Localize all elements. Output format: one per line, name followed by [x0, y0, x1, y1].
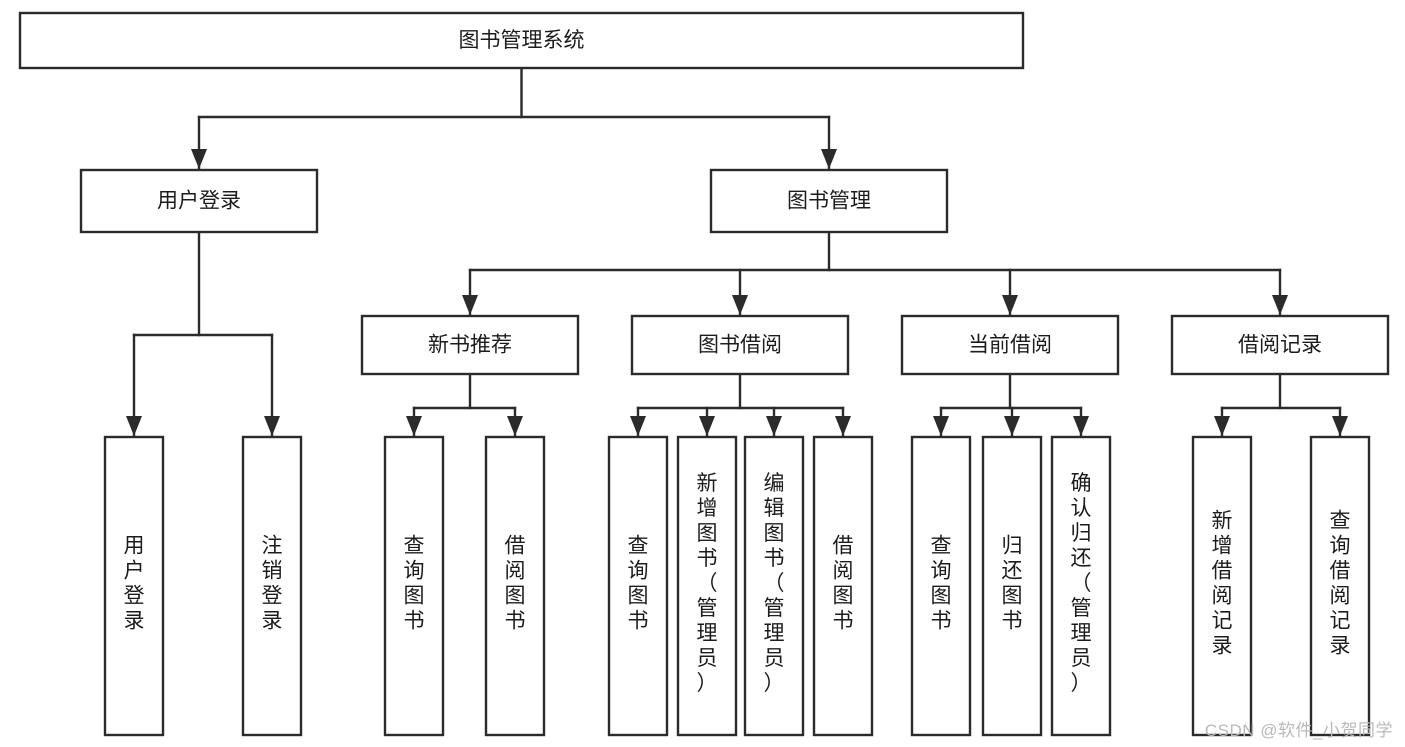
node-label: 用户登录 [124, 535, 145, 633]
csdn-watermark: CSDN @软件_小贺同学 [1204, 721, 1393, 740]
node-box [981, 435, 1043, 737]
node-root[interactable]: 图书管理系统 [18, 11, 1025, 70]
node-box [241, 435, 303, 737]
node-label: 查询图书 [628, 535, 649, 633]
node-label: 归还图书 [1002, 535, 1023, 633]
arrow-head-icon [1073, 416, 1089, 436]
arrow-head-icon [766, 416, 782, 436]
arrow-head-icon [699, 416, 715, 436]
node-box [910, 435, 972, 737]
arrow-head-icon [1002, 295, 1018, 315]
node-label: 用户登录 [157, 190, 241, 213]
node-box [1050, 435, 1112, 737]
node-label: 新增借阅记录 [1212, 510, 1233, 658]
node-newbook[interactable]: 新书推荐 [360, 314, 580, 376]
node-label: 当前借阅 [968, 334, 1052, 357]
edge-group-newbook [406, 372, 523, 438]
arrow-head-icon [406, 416, 422, 436]
node-bookmgmt[interactable]: 图书管理 [709, 168, 949, 234]
node-box [900, 314, 1120, 376]
node-box [743, 435, 805, 737]
node-box [812, 435, 874, 737]
node-label: 新增图书（管理员） [697, 472, 718, 695]
node-leaf-record-add[interactable]: 新增借阅记录 [1191, 435, 1253, 737]
arrow-head-icon [191, 149, 207, 169]
arrow-head-icon [732, 295, 748, 315]
node-box [630, 314, 850, 376]
node-box [1170, 314, 1390, 376]
edge-group-root [191, 66, 837, 171]
node-leaf-user-logout[interactable]: 注销登录 [241, 435, 303, 737]
node-label: 借阅记录 [1238, 334, 1322, 357]
edge-group-borrow [630, 372, 851, 438]
node-leaf-user-login[interactable]: 用户登录 [103, 435, 165, 737]
arrow-head-icon [1332, 416, 1348, 436]
node-leaf-current-return[interactable]: 归还图书 [981, 435, 1043, 737]
node-leaf-record-query[interactable]: 查询借阅记录 [1309, 435, 1371, 737]
node-login[interactable]: 用户登录 [79, 168, 319, 234]
node-borrow[interactable]: 图书借阅 [630, 314, 850, 376]
edge-group-login [126, 230, 280, 438]
edge-group-current [933, 372, 1089, 438]
edge-group-records [1214, 372, 1348, 438]
node-label: 查询图书 [931, 535, 952, 633]
arrow-head-icon [835, 416, 851, 436]
arrow-head-icon [462, 295, 478, 315]
node-box [607, 435, 669, 737]
node-box [383, 435, 445, 737]
node-leaf-borrow-query[interactable]: 查询图书 [607, 435, 669, 737]
node-box [1191, 435, 1253, 737]
arrow-head-icon [1004, 416, 1020, 436]
node-layer: 图书管理系统用户登录图书管理新书推荐图书借阅当前借阅借阅记录用户登录注销登录查询… [18, 11, 1390, 737]
node-leaf-new-borrow[interactable]: 借阅图书 [484, 435, 546, 737]
node-label: 注销登录 [262, 535, 283, 633]
arrow-head-icon [126, 416, 142, 436]
node-leaf-borrow-edit[interactable]: 编辑图书（管理员） [743, 435, 805, 737]
arrow-head-icon [933, 416, 949, 436]
arrow-head-icon [1272, 295, 1288, 315]
node-leaf-current-query[interactable]: 查询图书 [910, 435, 972, 737]
node-box [79, 168, 319, 234]
node-label: 图书借阅 [698, 334, 782, 357]
arrow-head-icon [507, 416, 523, 436]
connector-layer [126, 66, 1348, 438]
arrow-head-icon [630, 416, 646, 436]
node-label: 确认归还（管理员） [1071, 472, 1092, 695]
node-box [1309, 435, 1371, 737]
node-label: 查询借阅记录 [1330, 510, 1351, 658]
arrow-head-icon [1214, 416, 1230, 436]
node-box [709, 168, 949, 234]
node-label: 借阅图书 [505, 535, 526, 633]
edge-group-bookmgmt [462, 230, 1288, 317]
node-label: 编辑图书（管理员） [764, 472, 785, 695]
arrow-head-icon [264, 416, 280, 436]
node-label: 图书管理 [787, 190, 871, 213]
node-leaf-new-query[interactable]: 查询图书 [383, 435, 445, 737]
node-box [676, 435, 738, 737]
node-leaf-borrow-lend[interactable]: 借阅图书 [812, 435, 874, 737]
node-leaf-borrow-add[interactable]: 新增图书（管理员） [676, 435, 738, 737]
node-records[interactable]: 借阅记录 [1170, 314, 1390, 376]
node-label: 查询图书 [404, 535, 425, 633]
node-box [360, 314, 580, 376]
node-current[interactable]: 当前借阅 [900, 314, 1120, 376]
node-label: 借阅图书 [833, 535, 854, 633]
node-label: 新书推荐 [428, 334, 512, 357]
node-box [103, 435, 165, 737]
node-box [18, 11, 1025, 70]
node-box [484, 435, 546, 737]
arrow-head-icon [821, 149, 837, 169]
node-label: 图书管理系统 [459, 29, 585, 52]
node-leaf-current-confirm[interactable]: 确认归还（管理员） [1050, 435, 1112, 737]
